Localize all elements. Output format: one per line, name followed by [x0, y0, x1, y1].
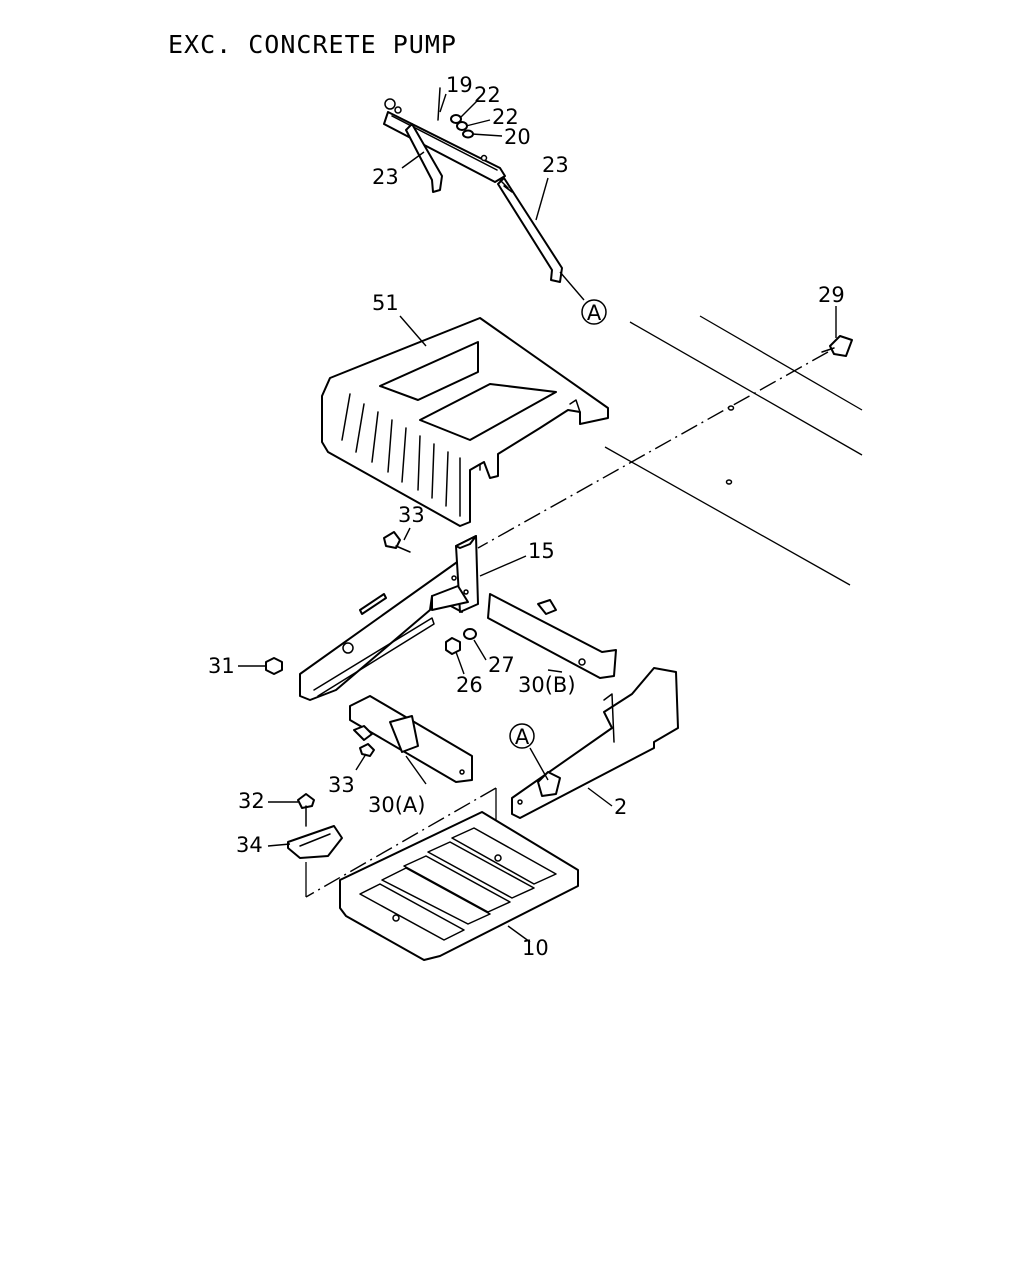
callout-20: 20 — [504, 125, 531, 149]
svg-text:A: A — [515, 725, 530, 749]
part-32-bolt — [297, 793, 315, 827]
callout-51: 51 — [372, 291, 399, 315]
part-30a-channel — [349, 695, 473, 783]
part-33-bolt-upper — [383, 531, 411, 553]
callout-34: 34 — [236, 833, 263, 857]
svg-text:A: A — [587, 301, 602, 325]
callout-29: 29 — [818, 283, 845, 307]
part-29-bolt — [821, 335, 853, 357]
part-34-clamp — [287, 825, 343, 859]
part-23-hook-rod-right — [497, 177, 563, 283]
part-27-washer — [463, 628, 477, 640]
callout-15: 15 — [528, 539, 555, 563]
diagram-title: EXC. CONCRETE PUMP — [168, 30, 457, 59]
callout-22: 22 — [474, 83, 501, 107]
ref-circle-a-lower: A — [509, 723, 535, 749]
callout-19: 19 — [446, 73, 473, 97]
part-31-nut — [265, 657, 283, 675]
part-30b-channel — [487, 593, 617, 679]
callout-31: 31 — [208, 654, 235, 678]
leader-lines — [238, 93, 837, 943]
callout-26: 26 — [456, 673, 483, 697]
callout-23: 23 — [372, 165, 399, 189]
part-10-battery-tray — [339, 811, 579, 961]
callout-23: 23 — [542, 153, 569, 177]
part-22-20-nuts-washer — [450, 114, 474, 139]
callout-30b: 30(B) — [518, 673, 576, 697]
callout-labels: 19 22 22 20 23 23 51 29 33 15 31 27 26 3… — [208, 73, 845, 960]
part-2-holder — [511, 667, 679, 819]
callout-33: 33 — [328, 773, 355, 797]
reference-lines — [305, 315, 863, 898]
part-33-bolt-lower — [359, 743, 375, 757]
callout-2: 2 — [614, 795, 627, 819]
callout-32: 32 — [238, 789, 265, 813]
ref-circle-a-upper: A — [581, 299, 607, 325]
part-23-hook-rod-left — [405, 123, 443, 193]
callout-10: 10 — [522, 936, 549, 960]
part-51-battery-cover — [321, 317, 609, 527]
callout-33: 33 — [398, 503, 425, 527]
callout-27: 27 — [488, 653, 515, 677]
callout-30a: 30(A) — [368, 793, 425, 817]
part-15-battery-bracket — [299, 535, 479, 701]
part-26-nut — [445, 637, 461, 655]
callout-22: 22 — [492, 105, 519, 129]
